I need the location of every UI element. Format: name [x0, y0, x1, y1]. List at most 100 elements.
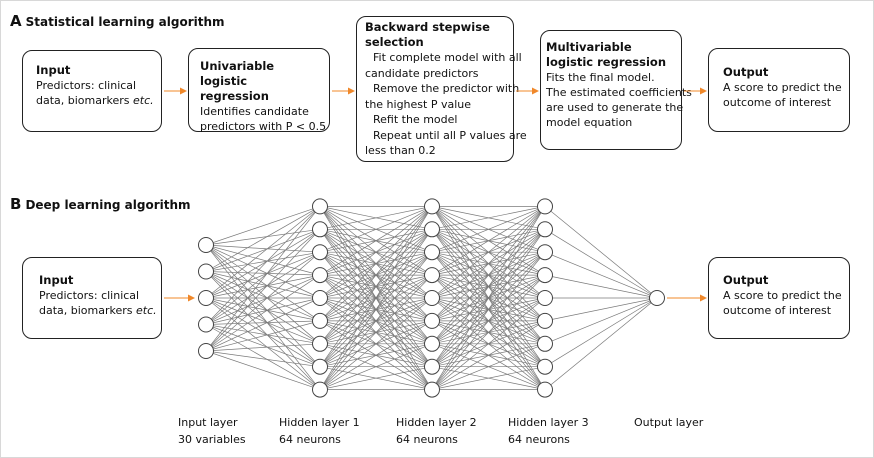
neuron-node [649, 290, 665, 306]
network-edge [431, 366, 546, 390]
a-multivariable-line2: The estimated coefficients [546, 86, 692, 99]
layer-name: Hidden layer 1 [279, 416, 360, 429]
network-edge [431, 206, 546, 322]
network-edge [205, 297, 321, 367]
network-edge [319, 229, 433, 390]
network-edge [205, 297, 321, 322]
neuron-node [312, 335, 328, 352]
network-edge [205, 343, 321, 352]
network-edge [205, 228, 321, 246]
network-edge [319, 366, 433, 390]
b-input-box: Input Predictors: clinical data, biomark… [22, 257, 162, 339]
neuron-node [424, 244, 440, 261]
a-backward-title-1: Backward stepwise [365, 20, 490, 34]
network-edge [544, 297, 658, 390]
neuron-node [312, 358, 328, 375]
network-edge [544, 229, 658, 299]
a-backward-step4b: less than 0.2 [365, 144, 436, 157]
layer-name: Output layer [634, 416, 704, 429]
neuron-node [424, 267, 440, 284]
a-backward-step3: Refit the model [373, 113, 458, 126]
b-output-line2: outcome of interest [723, 304, 832, 317]
network-edge [544, 274, 658, 299]
network-edge [544, 297, 658, 322]
a-univariable-box: Univariable logistic regression Identifi… [188, 48, 330, 133]
a-backward-step1b: candidate predictors [365, 66, 479, 80]
network-edge [205, 244, 321, 345]
network-edge [205, 350, 321, 390]
network-edge [205, 274, 321, 352]
network-edge [205, 229, 321, 325]
network-edge [205, 229, 321, 299]
network-edge [319, 206, 433, 276]
b-output-line1: A score to predict the [723, 289, 842, 302]
layer-label-hidden-2: Hidden layer 2 64 neurons [396, 414, 477, 448]
flow-arrows [164, 87, 707, 302]
layer-size: 64 neurons [279, 433, 341, 446]
network-edge [319, 251, 433, 390]
a-input-title: Input [36, 63, 71, 77]
network-edge [205, 297, 321, 390]
network-edge [431, 251, 546, 390]
b-input-line2: data, biomarkers [39, 304, 137, 317]
neuron-node [424, 335, 440, 352]
neuron-node [424, 358, 440, 375]
layer-label-hidden-3: Hidden layer 3 64 neurons [508, 414, 589, 448]
layer-name: Input layer [178, 416, 238, 429]
section-b-title-text: Deep learning algorithm [25, 198, 191, 212]
network-edge [205, 206, 321, 325]
b-output-box: Output A score to predict the outcome of… [708, 257, 850, 339]
network-edge [431, 320, 546, 390]
network-edge [205, 244, 321, 322]
network-edge [205, 297, 321, 325]
network-edge [205, 228, 321, 272]
layer-label-output: Output layer [634, 414, 703, 431]
a-univariable-line2: predictors with P < 0.5 [200, 120, 327, 133]
network-edges [205, 206, 658, 390]
network-edge [205, 324, 321, 368]
a-backward-title-2: selection [365, 35, 424, 49]
neuron-node [312, 244, 328, 261]
network-edge [205, 271, 321, 367]
layer-size: 30 variables [178, 433, 246, 446]
network-edge [205, 274, 321, 325]
b-input-title: Input [39, 273, 74, 287]
network-edge [205, 271, 321, 299]
a-multivariable-title-2: logistic regression [546, 55, 667, 69]
a-multivariable-box: Multivariable logistic regression Fits t… [540, 30, 692, 150]
layer-size: 64 neurons [508, 433, 570, 446]
neuron-node [312, 312, 328, 329]
network-edge [205, 271, 321, 276]
neuron-node [537, 358, 553, 375]
network-edge [544, 297, 658, 345]
b-input-line1: Predictors: clinical [39, 289, 140, 302]
network-edge [319, 206, 433, 367]
neuron-node [537, 267, 553, 284]
section-b-letter: B [10, 195, 22, 213]
a-output-line2: outcome of interest [723, 96, 832, 109]
a-multivariable-line1: Fits the final model. [546, 71, 655, 84]
a-backward-step2b: the highest P value [365, 97, 472, 111]
network-edge [205, 244, 321, 299]
a-output-line1: A score to predict the [723, 81, 842, 94]
network-edge [205, 324, 321, 390]
neuron-node [537, 290, 553, 306]
a-backward-step2a: Remove the predictor with [373, 82, 520, 95]
neuron-node [537, 244, 553, 261]
a-univariable-title-2: regression [200, 89, 269, 103]
network-edge [431, 206, 546, 345]
neuron-node [198, 237, 214, 253]
network-edge [319, 206, 433, 230]
network-edge [431, 343, 546, 390]
network-edge [205, 271, 321, 322]
neuron-node [312, 381, 328, 398]
network-edge [431, 206, 546, 230]
network-edge [431, 229, 546, 390]
neuron-node [537, 221, 553, 238]
network-edge [205, 251, 321, 272]
network-edge [205, 324, 321, 345]
network-edge [205, 297, 321, 345]
a-backward-box: Backward stepwise selection Fit complete… [356, 16, 527, 162]
